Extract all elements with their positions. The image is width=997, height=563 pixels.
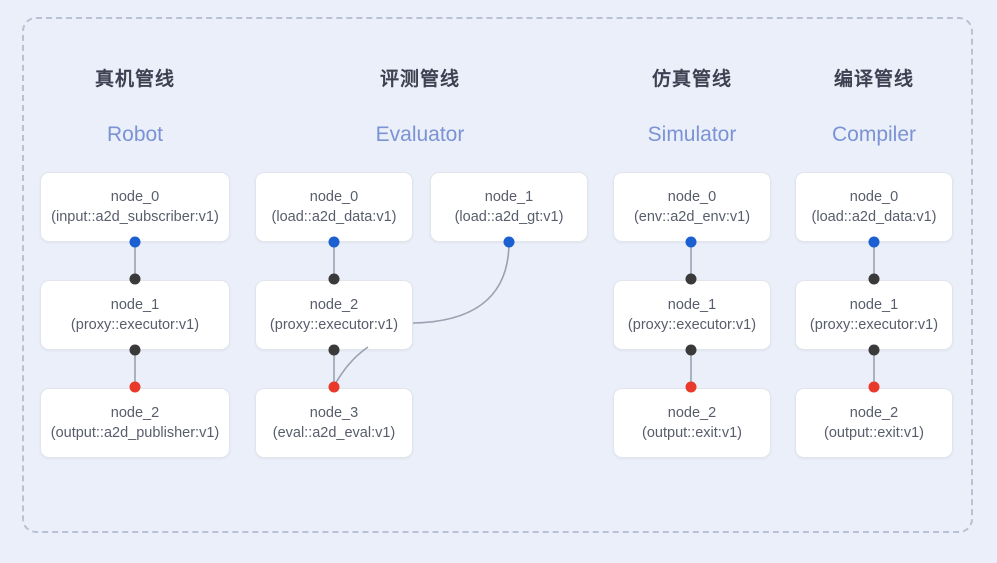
- node-evaluator-2[interactable]: node_2 (proxy::executor:v1): [255, 280, 413, 350]
- column-subtitle-robot: Robot: [106, 123, 164, 146]
- node-evaluator-1[interactable]: node_1 (load::a2d_gt:v1): [430, 172, 588, 242]
- port-compiler-0-output[interactable]: [868, 236, 880, 248]
- node-evaluator-1-type: (load::a2d_gt:v1): [454, 208, 564, 225]
- column-subtitle-compiler: Compiler: [831, 123, 917, 146]
- column-title-robot: 真机管线: [94, 69, 175, 90]
- port-robot-1-output[interactable]: [129, 344, 141, 356]
- port-evaluator-2-input[interactable]: [328, 273, 340, 285]
- node-compiler-2[interactable]: node_2 (output::exit:v1): [795, 388, 953, 458]
- port-evaluator-0-output[interactable]: [328, 236, 340, 248]
- node-robot-1[interactable]: node_1 (proxy::executor:v1): [40, 280, 230, 350]
- node-evaluator-0[interactable]: node_0 (load::a2d_data:v1): [255, 172, 413, 242]
- port-compiler-1-input[interactable]: [868, 273, 880, 285]
- node-evaluator-0-type: (load::a2d_data:v1): [271, 208, 397, 225]
- node-robot-0-type: (input::a2d_subscriber:v1): [51, 208, 219, 225]
- port-evaluator-3-input[interactable]: [328, 381, 340, 393]
- node-simulator-1-type: (proxy::executor:v1): [627, 316, 757, 333]
- node-robot-2-type: (output::a2d_publisher:v1): [50, 424, 220, 441]
- node-simulator-0-type: (env::a2d_env:v1): [633, 208, 751, 225]
- port-evaluator-2-output[interactable]: [328, 344, 340, 356]
- node-evaluator-3-type: (eval::a2d_eval:v1): [272, 424, 396, 441]
- node-simulator-2-name: node_2: [667, 404, 717, 421]
- node-evaluator-2-name: node_2: [309, 296, 359, 313]
- node-robot-0-name: node_0: [110, 188, 160, 205]
- column-subtitle-evaluator: Evaluator: [375, 123, 465, 146]
- node-evaluator-3[interactable]: node_3 (eval::a2d_eval:v1): [255, 388, 413, 458]
- node-robot-1-type: (proxy::executor:v1): [70, 316, 200, 333]
- node-compiler-2-type: (output::exit:v1): [824, 424, 924, 441]
- node-robot-2[interactable]: node_2 (output::a2d_publisher:v1): [40, 388, 230, 458]
- node-simulator-0[interactable]: node_0 (env::a2d_env:v1): [613, 172, 771, 242]
- node-compiler-1[interactable]: node_1 (proxy::executor:v1): [795, 280, 953, 350]
- diagram-frame: [22, 17, 973, 533]
- port-evaluator-1-output[interactable]: [503, 236, 515, 248]
- node-compiler-0-type: (load::a2d_data:v1): [811, 208, 937, 225]
- port-robot-1-input[interactable]: [129, 273, 141, 285]
- port-simulator-1-output[interactable]: [685, 344, 697, 356]
- column-title-evaluator: 评测管线: [379, 69, 460, 90]
- node-compiler-0-name: node_0: [849, 188, 899, 205]
- column-title-compiler: 编译管线: [833, 69, 914, 90]
- port-compiler-1-output[interactable]: [868, 344, 880, 356]
- port-compiler-2-input[interactable]: [868, 381, 880, 393]
- port-robot-2-input[interactable]: [129, 381, 141, 393]
- node-compiler-1-name: node_1: [849, 296, 899, 313]
- column-subtitle-simulator: Simulator: [647, 123, 737, 146]
- port-simulator-0-output[interactable]: [685, 236, 697, 248]
- node-compiler-1-type: (proxy::executor:v1): [809, 316, 939, 333]
- port-robot-0-output[interactable]: [129, 236, 141, 248]
- node-simulator-2[interactable]: node_2 (output::exit:v1): [613, 388, 771, 458]
- port-simulator-1-input[interactable]: [685, 273, 697, 285]
- node-compiler-0[interactable]: node_0 (load::a2d_data:v1): [795, 172, 953, 242]
- node-robot-2-name: node_2: [110, 404, 160, 421]
- column-title-simulator: 仿真管线: [651, 69, 732, 90]
- node-robot-0[interactable]: node_0 (input::a2d_subscriber:v1): [40, 172, 230, 242]
- node-evaluator-0-name: node_0: [309, 188, 359, 205]
- node-robot-1-name: node_1: [110, 296, 160, 313]
- node-evaluator-1-name: node_1: [484, 188, 534, 205]
- node-evaluator-3-name: node_3: [309, 404, 359, 421]
- node-simulator-2-type: (output::exit:v1): [642, 424, 742, 441]
- port-simulator-2-input[interactable]: [685, 381, 697, 393]
- node-simulator-1-name: node_1: [667, 296, 717, 313]
- node-compiler-2-name: node_2: [849, 404, 899, 421]
- node-simulator-0-name: node_0: [667, 188, 717, 205]
- node-evaluator-2-type: (proxy::executor:v1): [269, 316, 399, 333]
- node-simulator-1[interactable]: node_1 (proxy::executor:v1): [613, 280, 771, 350]
